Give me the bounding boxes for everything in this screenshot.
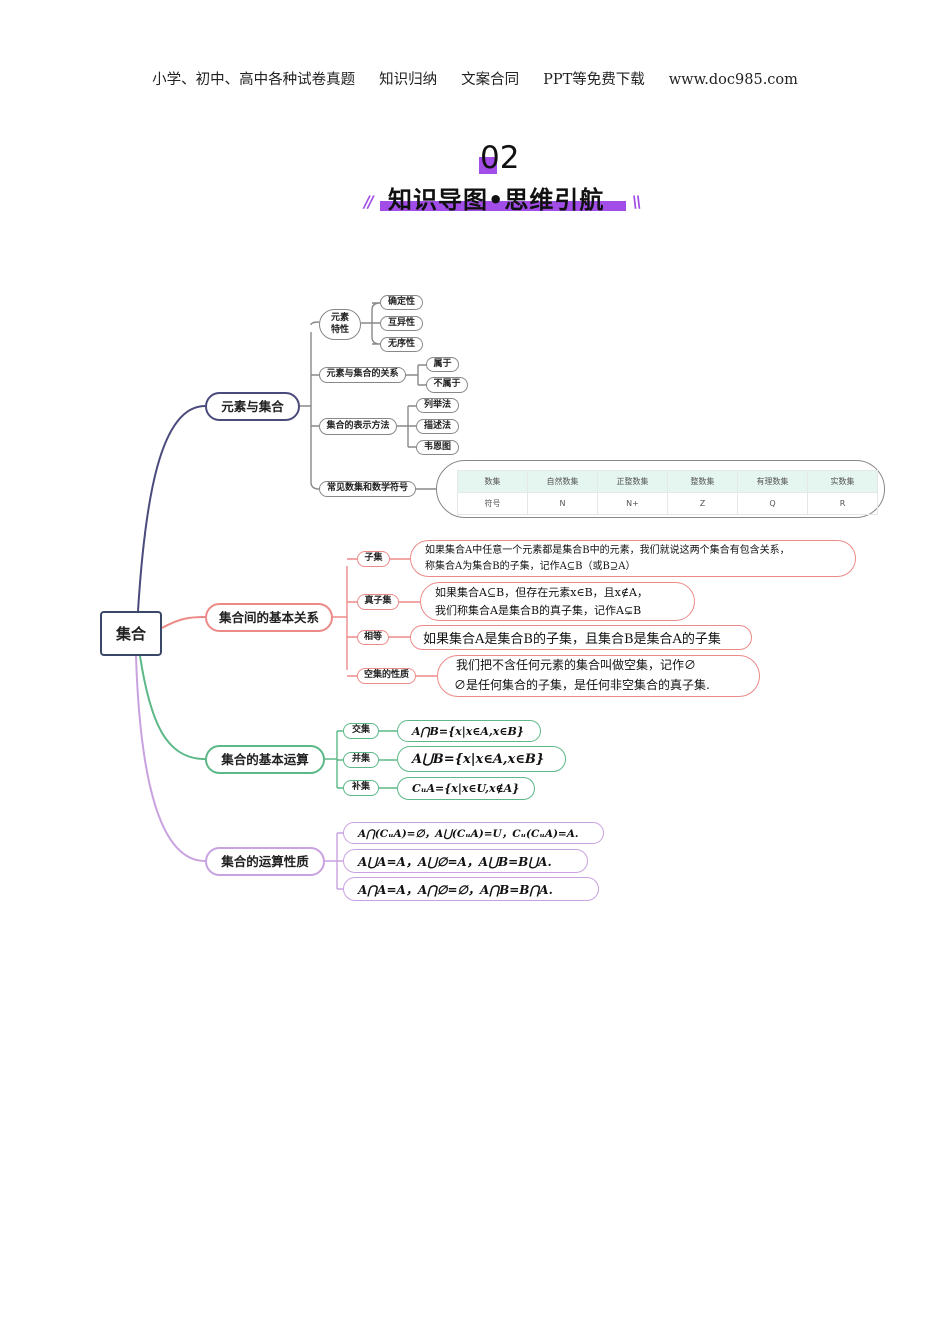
section-number: 02 [480, 140, 520, 176]
branch-set-operations[interactable]: 集合的基本运算 [205, 745, 325, 774]
definition-line: ∅是任何集合的子集，是任何非空集合的真子集. [454, 678, 710, 692]
node-complement[interactable]: 补集 [343, 780, 379, 796]
branch4-link [135, 655, 206, 862]
branch-set-relations[interactable]: 集合间的基本关系 [205, 603, 333, 632]
definition-line: 如果集合A⊆B，但存在元素x∈B，且x∉A， [435, 585, 648, 599]
definition-line: 我们把不含任何元素的集合叫做空集，记作∅ [456, 658, 697, 673]
table-cell: 符号 [457, 492, 528, 515]
definition-line: 如果集合A中任意一个元素都是集合B中的元素，我们就说这两个集合有包含关系， [425, 544, 790, 556]
union-formula: A⋃B={x|x∈A,x∈B} [397, 746, 566, 772]
branch1-connectors [300, 302, 436, 490]
node-subset[interactable]: 子集 [357, 551, 390, 567]
branch3-link [139, 655, 206, 760]
property-line: A⋃A=A，A⋃∅=A，A⋃B=B⋃A. [343, 849, 588, 873]
branch-operation-properties[interactable]: 集合的运算性质 [205, 847, 325, 876]
definition-line: 称集合A为集合B的子集，记作A⊆B（或B⊇A） [425, 560, 636, 572]
node-intersection[interactable]: 交集 [343, 723, 379, 739]
branch3-connectors [325, 730, 397, 789]
node-enumeration[interactable]: 列举法 [416, 398, 459, 413]
section-title: 知识导图•思维引航 [388, 186, 605, 214]
table-cell: N+ [597, 492, 668, 515]
branch-elements-and-sets[interactable]: 元素与集合 [205, 392, 300, 421]
node-element-traits[interactable]: 元素 特性 [319, 309, 361, 340]
property-line: A⋂(CᵤA)=∅，A⋃(CᵤA)=U，Cᵤ(CᵤA)=A. [343, 822, 604, 844]
deco-slash-left: // [364, 192, 374, 211]
title-underline [380, 201, 626, 211]
node-equal[interactable]: 相等 [357, 630, 389, 645]
table-cell: 实数集 [807, 470, 878, 493]
definition-line: 如果集合A是集合B的子集，且集合B是集合A的子集 [423, 632, 721, 647]
node-proper-subset[interactable]: 真子集 [357, 594, 399, 610]
proper-subset-definition: 如果集合A⊆B，但存在元素x∈B，且x∉A， 我们称集合A是集合B的真子集，记作A… [420, 582, 695, 621]
table-cell: N [527, 492, 598, 515]
node-venn[interactable]: 韦恩图 [416, 440, 459, 455]
property-line: A⋂A=A，A⋂∅=∅，A⋂B=B⋂A. [343, 877, 599, 901]
node-unordered[interactable]: 无序性 [380, 337, 423, 352]
table-header-row: 数集自然数集正整数集整数集有理数集实数集 [457, 470, 878, 493]
empty-set-definition: 我们把不含任何元素的集合叫做空集，记作∅ ∅是任何集合的子集，是任何非空集合的真子… [437, 655, 760, 697]
table-cell: 数集 [457, 470, 528, 493]
table-cell: Q [737, 492, 808, 515]
root-node[interactable]: 集合 [100, 611, 162, 656]
node-empty-set-properties[interactable]: 空集的性质 [357, 668, 416, 684]
node-belongs[interactable]: 属于 [426, 357, 459, 372]
deco-slash-right: \\ [632, 192, 642, 211]
branch1-link [137, 405, 206, 612]
header-text: 文案合同 [461, 72, 520, 88]
branch4-connectors [325, 832, 343, 890]
table-cell: 正整数集 [597, 470, 668, 493]
header-text: 小学、初中、高中各种试卷真题 [152, 72, 356, 88]
branch2-link [161, 616, 206, 629]
subset-definition: 如果集合A中任意一个元素都是集合B中的元素，我们就说这两个集合有包含关系， 称集合… [410, 540, 856, 577]
complement-formula: CᵤA={x|x∈U,x∉A} [397, 777, 535, 800]
table-cell: R [807, 492, 878, 515]
page-header: 小学、初中、高中各种试卷真题 知识归纳 文案合同 PPT等免费下载 www.doc985… [0, 68, 950, 89]
equal-definition: 如果集合A是集合B的子集，且集合B是集合A的子集 [410, 625, 752, 650]
node-representation-methods[interactable]: 集合的表示方法 [319, 418, 397, 435]
node-not-belongs[interactable]: 不属于 [426, 377, 468, 393]
node-union[interactable]: 并集 [343, 752, 379, 768]
table-cell: 整数集 [667, 470, 738, 493]
node-number-sets[interactable]: 常见数集和数学符号 [319, 481, 416, 497]
intersection-formula: A⋂B={x|x∈A,x∈B} [397, 720, 541, 742]
header-link[interactable]: www.doc985.com [668, 72, 798, 88]
header-text: PPT等免费下载 [543, 72, 645, 88]
number-highlight [479, 157, 497, 174]
branch2-connectors [333, 558, 437, 677]
node-description[interactable]: 描述法 [416, 419, 459, 434]
header-text: 知识归纳 [379, 72, 438, 88]
table-cell: 自然数集 [527, 470, 598, 493]
definition-line: 我们称集合A是集合B的真子集，记作A⊊B [435, 603, 642, 617]
node-definiteness[interactable]: 确定性 [380, 295, 423, 310]
node-element-set-relation[interactable]: 元素与集合的关系 [319, 367, 406, 383]
node-distinctness[interactable]: 互异性 [380, 316, 423, 331]
table-cell: 有理数集 [737, 470, 808, 493]
table-cell: Z [667, 492, 738, 515]
